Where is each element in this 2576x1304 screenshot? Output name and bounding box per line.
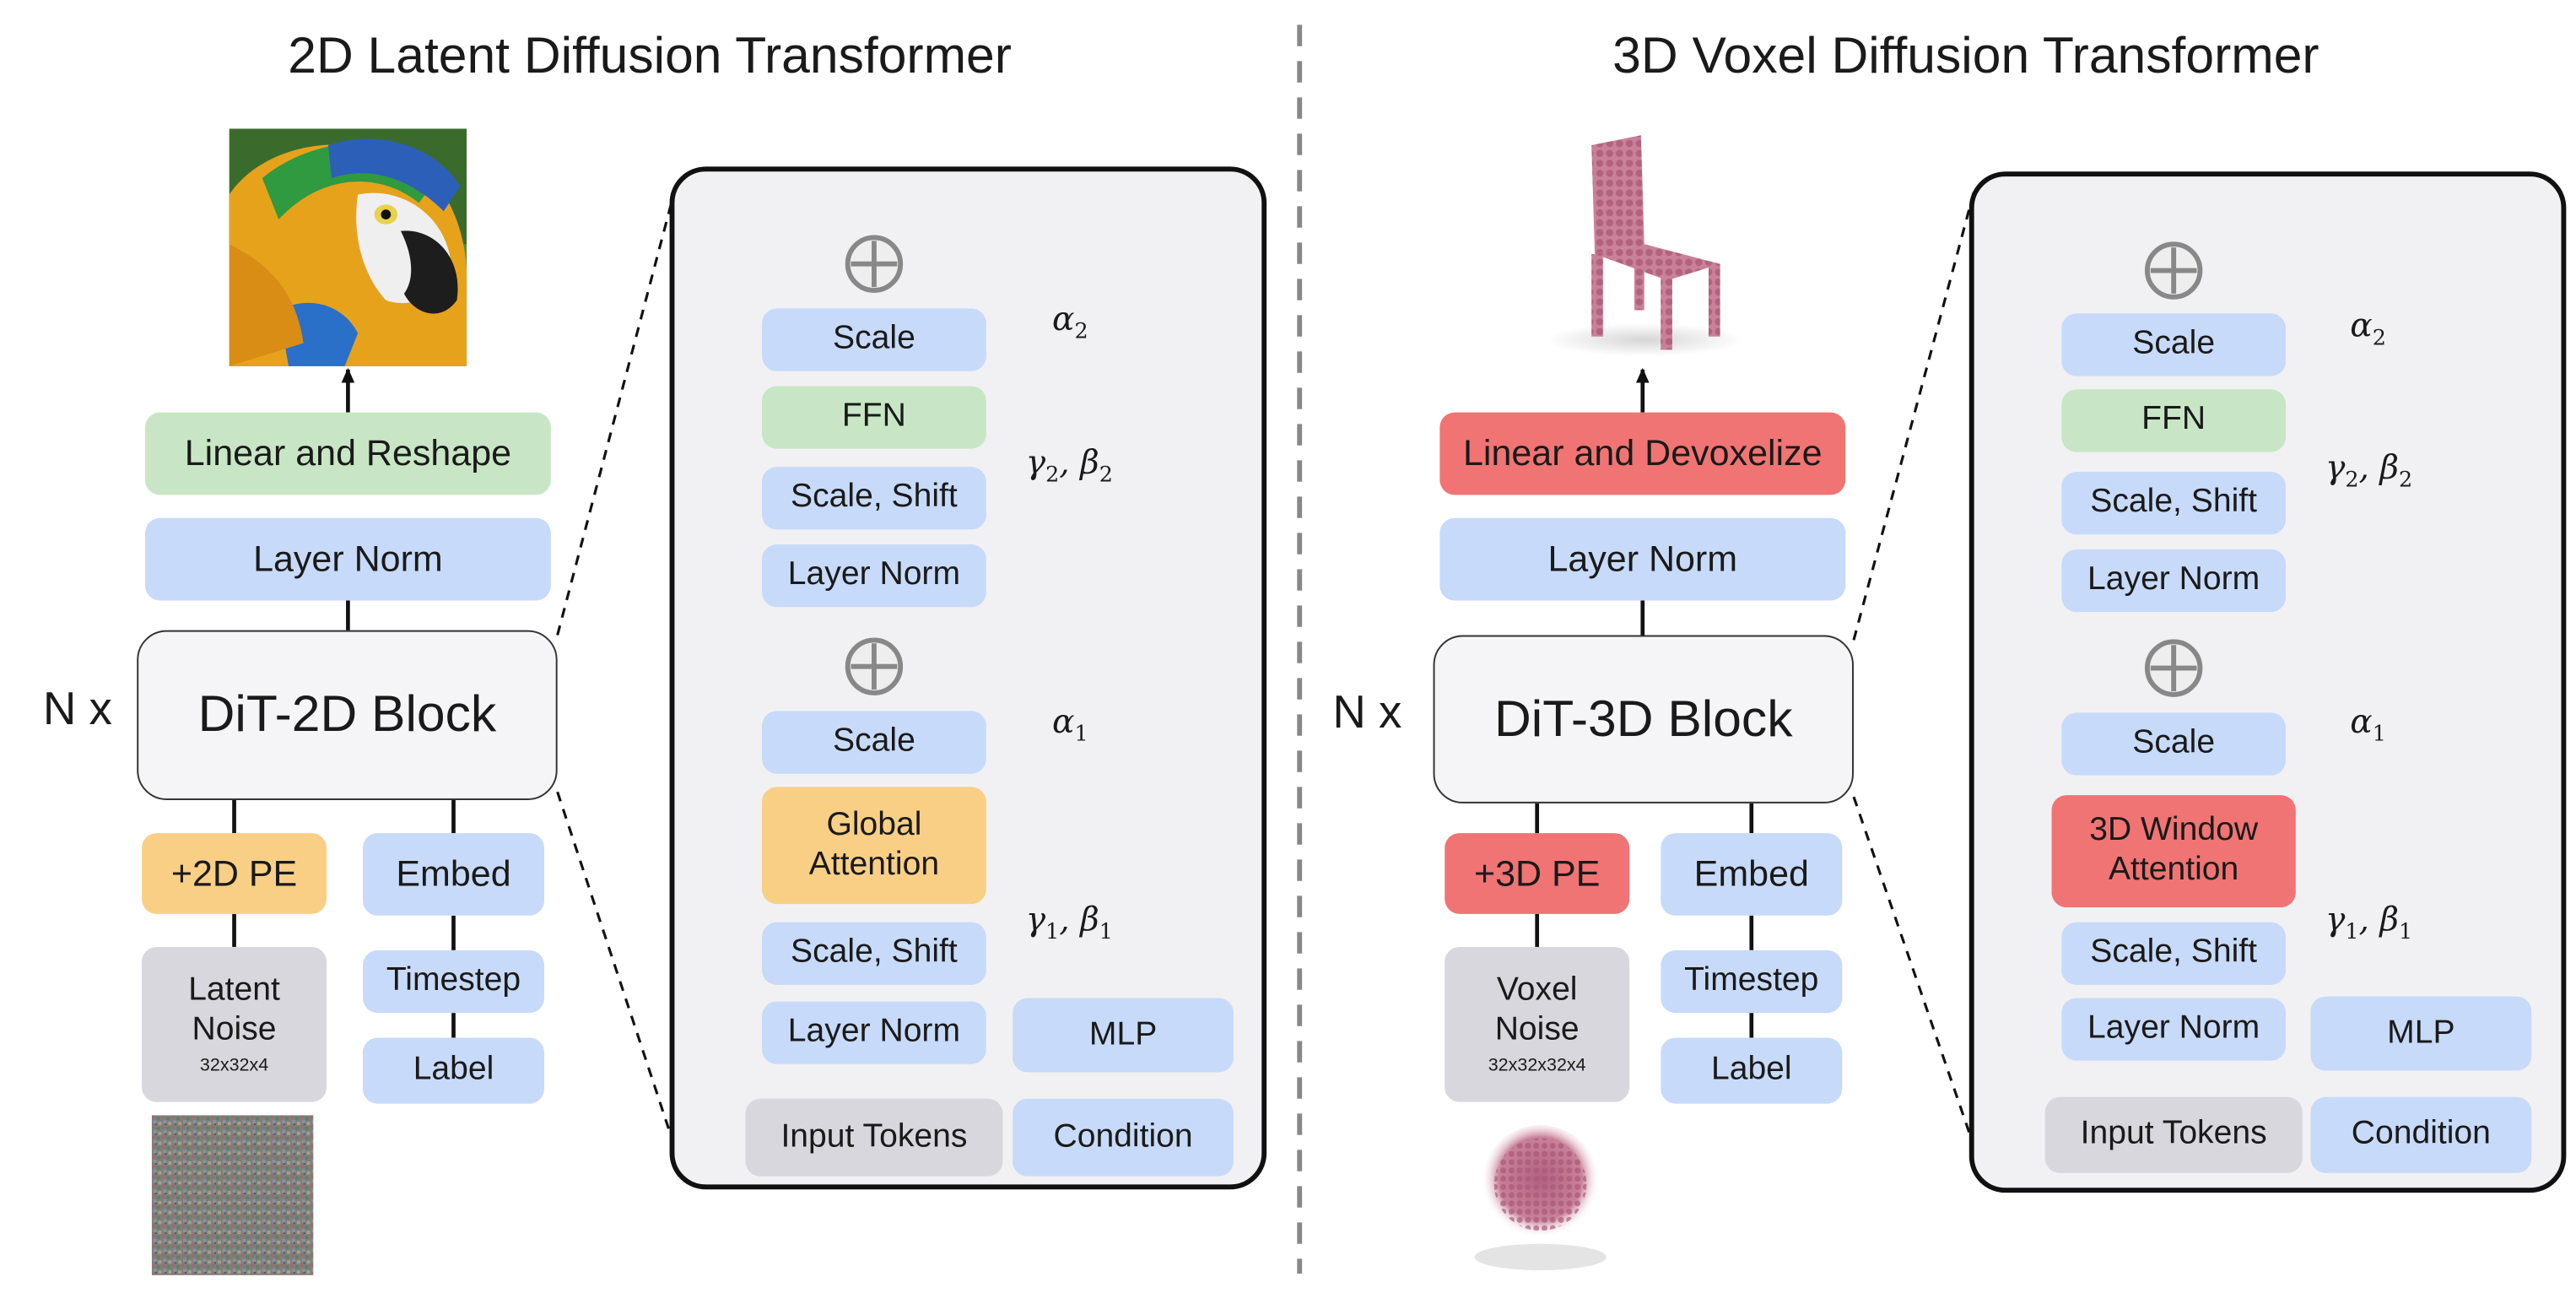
repeat-label: N x: [42, 683, 112, 734]
noise-label-line2: Noise: [192, 1010, 277, 1047]
dit-2d-block: DiT-2D Block: [137, 630, 558, 800]
scale-box-bottom: Scale: [762, 711, 986, 774]
gamma1-beta1-label: γ1, β1: [1025, 899, 1113, 945]
embed-box: Embed: [1661, 833, 1843, 916]
window-attention-box: 3D Window Attention: [2051, 795, 2296, 908]
scale-box-top: Scale: [2061, 313, 2287, 376]
scale-box-bottom: Scale: [2061, 712, 2287, 776]
pe-2d-box: +2D PE: [142, 833, 327, 914]
noise-dim-label: 32x32x32x4: [1488, 1056, 1586, 1076]
layer-norm-box: Layer Norm: [145, 517, 551, 601]
dit-3d-block: DiT-3D Block: [1433, 635, 1854, 804]
gamma2-beta2-label: γ2, β2: [2325, 446, 2413, 494]
ffn-box: FFN: [2061, 389, 2287, 452]
gamma2-beta2-label: γ2, β2: [1025, 441, 1113, 489]
layer-norm-box-bottom: Layer Norm: [762, 1001, 986, 1064]
timestep-box: Timestep: [1661, 950, 1843, 1014]
repeat-label: N x: [1332, 686, 1402, 738]
noise-dim-label: 32x32x4: [199, 1056, 269, 1076]
input-tokens-box: Input Tokens: [2044, 1096, 2303, 1173]
alpha2-label: α2: [1052, 298, 1088, 345]
linear-reshape-box: Linear and Reshape: [145, 412, 551, 495]
layer-norm-box-top: Layer Norm: [762, 544, 986, 608]
add-icon: [845, 235, 904, 293]
attention-label-line1: Global: [826, 806, 922, 843]
left-title: 2D Latent Diffusion Transformer: [288, 26, 1012, 84]
linear-devoxelize-box: Linear and Devoxelize: [1439, 412, 1846, 495]
scale-box-top: Scale: [762, 308, 986, 371]
embed-box: Embed: [363, 833, 545, 916]
voxel-noise-box: Voxel Noise 32x32x32x4: [1445, 946, 1630, 1102]
noise-label-line1: Latent: [188, 971, 280, 1009]
noise-pointcloud-image: [1474, 1125, 1607, 1271]
scale-shift-box-bottom: Scale, Shift: [2061, 922, 2287, 985]
add-icon: [2144, 639, 2203, 697]
parrot-image: [229, 128, 467, 366]
label-box: Label: [363, 1037, 545, 1104]
noise-label-line1: Voxel: [1496, 971, 1578, 1009]
timestep-box: Timestep: [363, 950, 545, 1014]
condition-box: Condition: [2310, 1096, 2532, 1173]
layer-norm-box: Layer Norm: [1439, 517, 1846, 601]
attention-label-line1: 3D Window: [2089, 812, 2259, 849]
diagram-canvas: 2D Latent Diffusion Transformer Linear a…: [42, 24, 2567, 1275]
attention-label-line2: Attention: [2108, 851, 2239, 888]
alpha1-label: α1: [2350, 701, 2386, 748]
latent-noise-box: Latent Noise 32x32x4: [142, 946, 327, 1102]
chair-pointcloud-image: [1545, 135, 1744, 357]
noise-image: [151, 1115, 314, 1275]
mlp-box: MLP: [1013, 998, 1234, 1073]
scale-shift-box-top: Scale, Shift: [762, 467, 986, 530]
alpha2-label: α2: [2350, 305, 2386, 352]
scale-shift-box-top: Scale, Shift: [2061, 472, 2287, 535]
add-icon: [2144, 241, 2203, 300]
ffn-box: FFN: [762, 386, 986, 449]
mlp-box: MLP: [2310, 996, 2532, 1071]
layer-norm-box-top: Layer Norm: [2061, 549, 2287, 613]
attention-label-line2: Attention: [808, 845, 940, 882]
global-attention-box: Global Attention: [762, 787, 986, 905]
pe-3d-box: +3D PE: [1445, 833, 1630, 914]
label-box: Label: [1661, 1037, 1843, 1104]
layer-norm-box-bottom: Layer Norm: [2061, 998, 2287, 1061]
noise-label-line2: Noise: [1494, 1010, 1580, 1047]
gamma1-beta1-label: γ1, β1: [2325, 899, 2413, 945]
input-tokens-box: Input Tokens: [745, 1098, 1003, 1177]
add-icon: [845, 637, 904, 695]
scale-shift-box-bottom: Scale, Shift: [762, 922, 986, 985]
right-title: 3D Voxel Diffusion Transformer: [1612, 26, 2319, 84]
alpha1-label: α1: [1052, 701, 1088, 748]
condition-box: Condition: [1013, 1098, 1234, 1177]
